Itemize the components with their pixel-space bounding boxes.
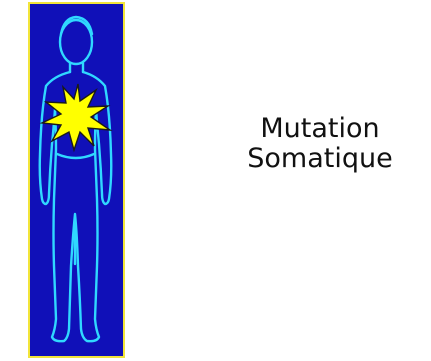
caption: Mutation Somatique <box>236 114 404 174</box>
human-body-outline-icon <box>30 4 123 356</box>
body-figure-panel <box>28 2 125 358</box>
caption-line-1: Mutation <box>236 114 404 144</box>
caption-line-2: Somatique <box>236 144 404 174</box>
